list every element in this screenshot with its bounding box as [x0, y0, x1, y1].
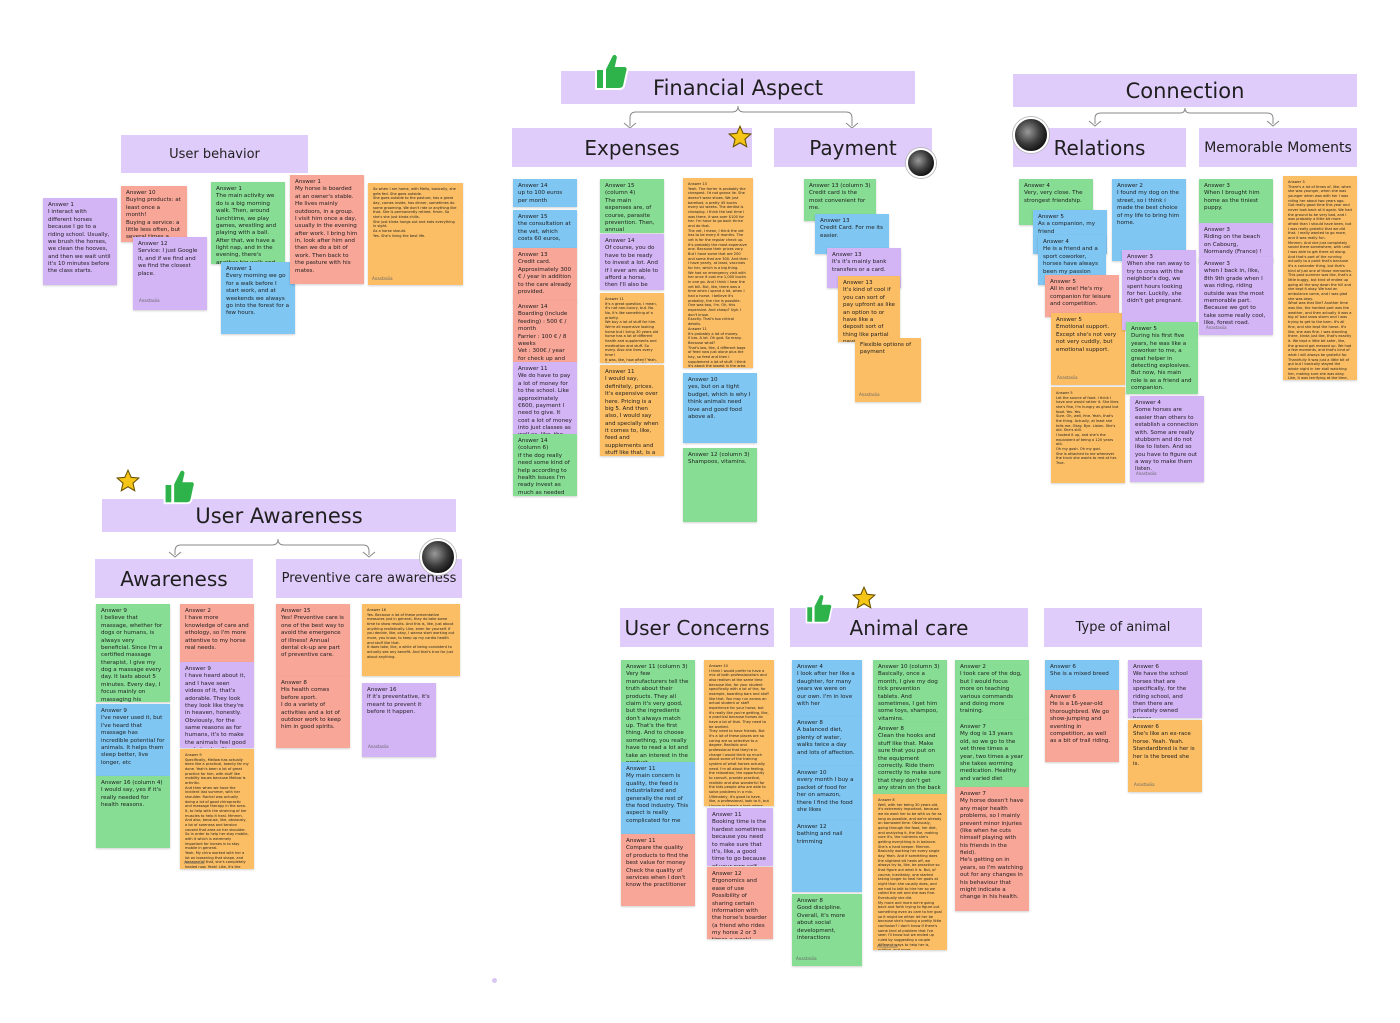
star-icon: [851, 585, 877, 609]
author-signature: Anastasiia: [372, 276, 393, 281]
sticky-note[interactable]: Answer 5 Let the source of food. I think…: [1051, 387, 1125, 483]
author-signature: Anastasiia: [139, 298, 160, 303]
sticky-note[interactable]: Answer 12 Service: I just Google it, and…: [133, 237, 207, 310]
sticky-note[interactable]: Answer 7 My horse doesn't have any major…: [955, 787, 1029, 911]
sticky-note[interactable]: Answer 2 I found my dog on the street, s…: [1112, 179, 1186, 261]
sticky-note[interactable]: Answer 6 She's like an ex-race horse. Ye…: [1128, 720, 1202, 792]
sticky-note[interactable]: Answer 10 Buying products: at least once…: [121, 186, 187, 242]
sticky-note[interactable]: Answer 9 I have heard about it, and I ha…: [180, 662, 254, 748]
sticky-note[interactable]: Answer 4 I look after her like a daughte…: [792, 660, 862, 716]
sticky-note[interactable]: Answer 9 Specifically, Mellow has actual…: [180, 749, 254, 869]
sticky-note[interactable]: Answer 13 Yeah. The farrier is probably …: [683, 178, 753, 368]
author-signature: Anastasiia: [184, 860, 205, 865]
sticky-note[interactable]: Answer 14 up to 100 euros per month: [513, 179, 577, 207]
sticky-note[interactable]: Answer 1 My horse is boarded at an owner…: [290, 175, 364, 284]
star-icon: [727, 124, 753, 148]
sticky-note[interactable]: Answer 3 When I brought him home as the …: [1199, 179, 1273, 225]
sticky-note[interactable]: Answer 10 yes, but on a tight budget, wh…: [683, 373, 757, 443]
sticky-note[interactable]: Answer 14 Of course, you do have to be r…: [600, 234, 664, 290]
sticky-note[interactable]: Answer 3 when I back in, like, 8th 9th g…: [1199, 257, 1273, 335]
avatar[interactable]: [1013, 117, 1049, 153]
animal-care-header[interactable]: Animal care: [790, 608, 1028, 647]
sticky-note[interactable]: Answer 3 Riding on the beach on Cabourg,…: [1199, 223, 1273, 263]
sticky-note[interactable]: Answer 9 I believe that massage, whether…: [96, 604, 170, 702]
sticky-note[interactable]: Answer 15 (column 4) The main expenses a…: [600, 179, 664, 233]
sticky-note[interactable]: Answer 11 I would say, definitely, price…: [600, 365, 664, 456]
sticky-note[interactable]: Answer 13 Credit Card. For me its easier…: [815, 214, 889, 254]
sticky-note[interactable]: Answer 11 Booking time is the hardest so…: [707, 808, 773, 866]
sticky-note[interactable]: Answer 2 I took care of the dog, but I w…: [955, 660, 1029, 720]
author-signature: Anastasiia: [1134, 782, 1155, 787]
sticky-note[interactable]: Answer 8 Clean the hooks and stuff like …: [873, 722, 947, 794]
sticky-note[interactable]: Answer 11 We do have to pay a lot of mon…: [513, 362, 577, 434]
sticky-note[interactable]: Answer 8 Good discipline. Overall, it's …: [792, 894, 862, 966]
thumbs-up-icon: [595, 52, 629, 90]
sticky-note[interactable]: Answer 4 Some horses are easier than oth…: [1130, 396, 1204, 482]
sticky-note[interactable]: So when I am home, with Mello, basically…: [368, 183, 463, 285]
connection-header[interactable]: Connection: [1013, 74, 1357, 107]
sticky-note[interactable]: Answer 12 (column 3) Shampoos, vitamins.: [683, 448, 757, 522]
sticky-note[interactable]: Answer 6 We have the school horses that …: [1128, 660, 1202, 718]
thumbs-up-icon: [163, 468, 196, 505]
avatar[interactable]: [906, 148, 936, 178]
memorable-moments-header[interactable]: Memorable Moments: [1199, 128, 1357, 167]
sticky-note[interactable]: Answer 9 I've never used it, but I've he…: [96, 704, 170, 776]
sticky-note[interactable]: Answer 6 He is a 16-year-old thoroughbre…: [1045, 690, 1119, 762]
canvas-dot: [492, 978, 497, 983]
sticky-note[interactable]: Answer 5 All in one! He's my companion f…: [1045, 275, 1119, 317]
author-signature: Anastasiia: [1206, 325, 1227, 330]
sticky-note[interactable]: Answer 16 If it's preventative, it's mea…: [362, 683, 436, 757]
user-concerns-header[interactable]: User Concerns: [620, 608, 774, 647]
sticky-note[interactable]: Answer 14 (column 6) if the dog really n…: [513, 434, 577, 496]
sticky-note[interactable]: Answer 8 A balanced diet, plenty of wate…: [792, 716, 862, 766]
user-awareness-header[interactable]: User Awareness: [102, 499, 456, 532]
sticky-note[interactable]: Answer 13 Credit card. Approximately 300…: [513, 248, 577, 303]
expenses-header[interactable]: Expenses: [512, 128, 752, 167]
sticky-note[interactable]: Answer 6 She is a mixed breed: [1045, 660, 1119, 690]
sticky-note[interactable]: Answer 12 bathing and nail trimming: [792, 820, 862, 892]
sticky-note[interactable]: Answer 11 (column 3) Very few manufactur…: [621, 660, 695, 762]
sticky-note[interactable]: Answer 10 (column 3) Basically, once a m…: [873, 660, 947, 722]
avatar[interactable]: [420, 539, 456, 575]
awareness-header[interactable]: Awareness: [95, 559, 253, 598]
sticky-note[interactable]: Answer 11 Compare the quality of product…: [621, 834, 695, 906]
sticky-note[interactable]: Answer 5 During his first five years, he…: [1126, 322, 1198, 394]
sticky-note[interactable]: Answer 16 (column 4) I would say, yes if…: [96, 776, 170, 848]
sticky-note[interactable]: Answer 12 Ergonomics and ease of use Pos…: [707, 867, 773, 939]
sticky-note[interactable]: Answer 11 It's a great question. I mean,…: [600, 293, 664, 363]
sticky-note[interactable]: Answer 15 Yes! Preventive care is one of…: [276, 604, 350, 676]
sticky-note[interactable]: Answer 7 My dog is 13 years old, so we g…: [955, 720, 1029, 788]
sticky-note[interactable]: Answer 3 When she ran away to try to cro…: [1122, 250, 1196, 330]
sticky-note[interactable]: Answer 2 I have more knowledge of care a…: [180, 604, 254, 662]
sticky-note[interactable]: Answer 1 Every morning we go for a walk …: [221, 262, 295, 334]
sticky-note[interactable]: Answer 10 I think I would prefer to have…: [704, 660, 774, 806]
type-of-animal-header[interactable]: Type of animal: [1044, 608, 1202, 647]
sticky-note[interactable]: Answer 3 There's a lot of times of, like…: [1283, 176, 1357, 380]
sticky-note[interactable]: Flexible options of payment: [855, 338, 921, 402]
sticky-note[interactable]: Answer 15 the consultation at the vet, w…: [513, 210, 577, 248]
sticky-note[interactable]: Answer 1 The main activity we do is a bi…: [211, 182, 285, 264]
author-signature: Anastasiia: [1057, 375, 1078, 380]
sticky-note[interactable]: Answer 5 Emotional support. Except she's…: [1051, 313, 1125, 385]
author-signature: Anastasiia: [877, 944, 898, 949]
author-signature: Anastasiia: [1136, 471, 1157, 476]
star-icon: [115, 468, 141, 492]
sticky-note[interactable]: Answer 16 Yes. Because a lot of these pr…: [362, 604, 460, 676]
sticky-note[interactable]: Answer 10 every month I buy a packet of …: [792, 766, 862, 820]
payment-header[interactable]: Payment: [774, 128, 932, 167]
sticky-note[interactable]: Answer 1 I interact with different horse…: [43, 198, 117, 285]
sticky-note[interactable]: Answer 13 It's kind of cool if you can s…: [838, 276, 900, 342]
sticky-note[interactable]: Answer 8 Well, with her being 30 years o…: [873, 794, 947, 950]
sticky-note[interactable]: Answer 11 My main concern is quality, th…: [621, 762, 695, 834]
user-behavior-header[interactable]: User behavior: [121, 135, 308, 173]
sticky-note[interactable]: Answer 8 His health comes before sport. …: [276, 676, 350, 748]
author-signature: Anastasiia: [368, 744, 389, 749]
thumbs-up-icon: [805, 593, 833, 624]
author-signature: Anastasiia: [796, 956, 817, 961]
financial-aspect-header[interactable]: Financial Aspect: [561, 71, 915, 104]
author-signature: Anastasiia: [859, 392, 880, 397]
sticky-note[interactable]: Answer 14 Boarding (include feeding) : 5…: [513, 300, 577, 362]
